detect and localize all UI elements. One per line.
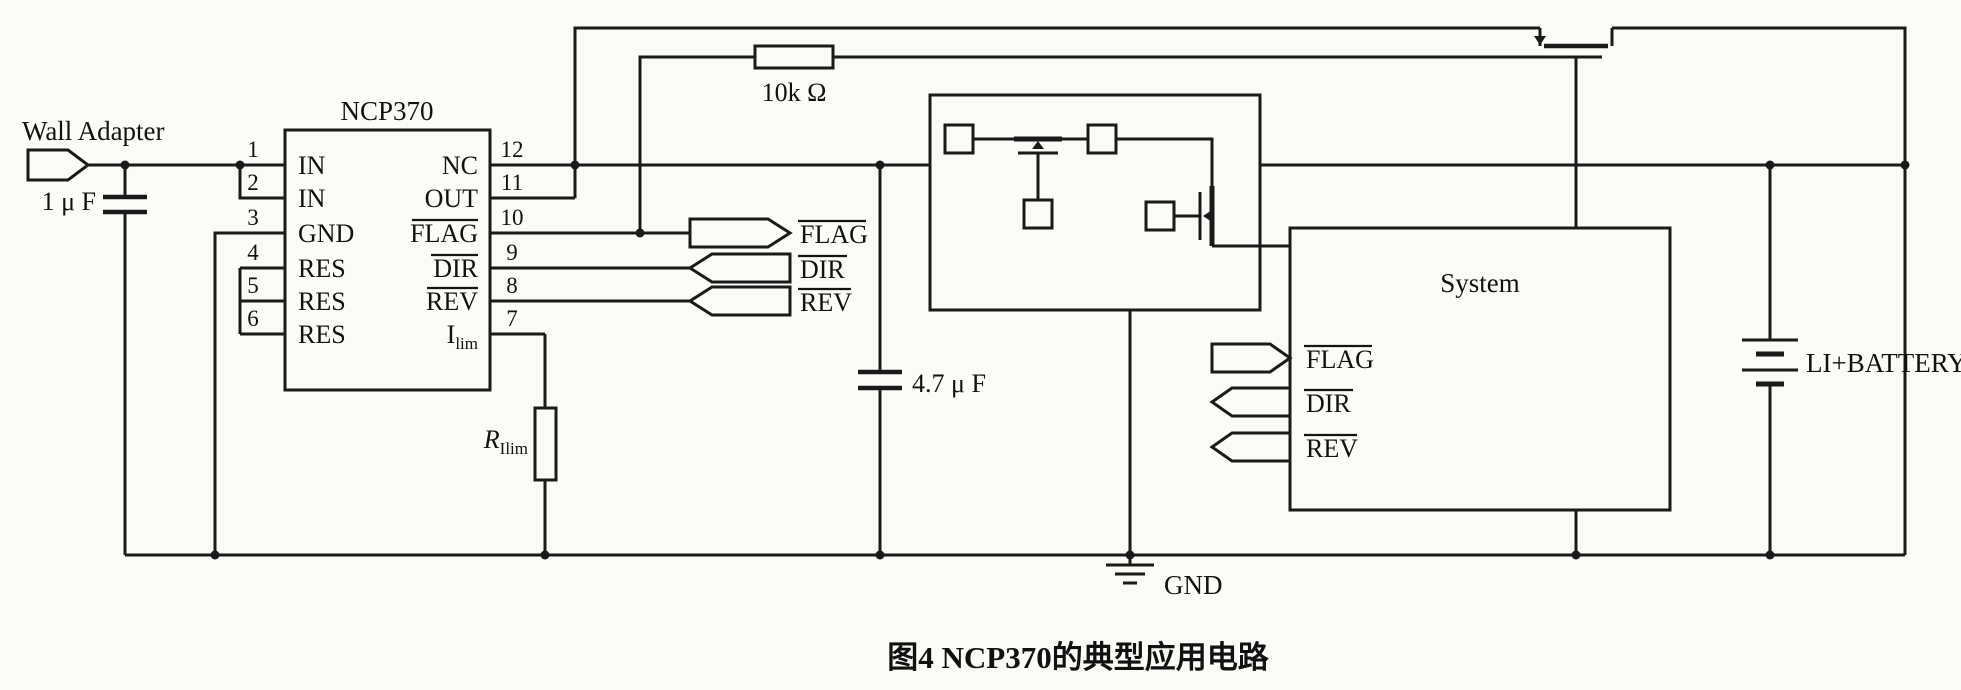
junction-dot	[635, 228, 645, 238]
capacitor-input-label: 1 μ F	[42, 187, 96, 216]
pin-number-6: 6	[247, 306, 259, 331]
junction-dot	[1125, 550, 1135, 560]
pin-label-dir: DIR	[433, 254, 478, 283]
ground-bars-icon	[1106, 563, 1154, 585]
pad-square-icon	[1144, 200, 1176, 232]
pin-label-gnd: GND	[298, 219, 354, 248]
system-flag-connector-icon	[1210, 342, 1293, 374]
resistor-ilim-body-icon	[533, 406, 558, 482]
junction-dot	[210, 550, 220, 560]
figure-caption: 图4 NCP370的典型应用电路	[887, 640, 1269, 675]
mosfet-top-switch	[1534, 28, 1614, 59]
pin-number-12: 12	[501, 137, 524, 162]
rev-in-connector-icon	[687, 285, 792, 317]
pin-label-out: OUT	[425, 184, 479, 213]
junction-dot	[120, 160, 130, 170]
system-outline	[1288, 226, 1672, 512]
wall-adapter: Wall Adapter	[22, 116, 165, 182]
ncp370-ic: NCP370 1 2 3 4 5 6 IN IN GND RES RES RES…	[247, 96, 524, 392]
flag-out-connector-icon	[688, 217, 793, 249]
rev-in-label: REV	[800, 288, 852, 317]
ic-signal-flags: FLAG DIR REV	[687, 217, 868, 317]
system-dir-connector-icon	[1209, 386, 1292, 418]
system-flag-label: FLAG	[1306, 345, 1374, 374]
pin-number-5: 5	[247, 273, 259, 298]
pin-label-res3: RES	[298, 320, 346, 349]
pin-number-10: 10	[501, 205, 524, 230]
resistor-10k: 10k Ω	[753, 44, 835, 107]
pin-label-res1: RES	[298, 254, 346, 283]
pin-number-7: 7	[506, 306, 518, 331]
junction-dots	[120, 160, 1910, 560]
system-rev-connector-icon	[1209, 431, 1292, 463]
battery-long-plate-icon	[1742, 338, 1798, 372]
capacitor-output-label: 4.7 μ F	[912, 369, 986, 398]
battery-short-plate-icon	[1756, 351, 1784, 387]
resistor-ilim: RIlim	[483, 406, 558, 482]
junction-dot	[540, 550, 550, 560]
pin-label-ilim-sub: lim	[455, 334, 478, 353]
pin-label-nc: NC	[442, 151, 478, 180]
wire-net	[88, 26, 1907, 565]
pin-label-ilim: Ilim	[447, 320, 478, 353]
junction-dot	[1765, 550, 1775, 560]
mosfet-top-arrow-icon	[1534, 36, 1546, 45]
battery: LI+BATTERY	[1742, 338, 1961, 387]
junction-dot	[1900, 160, 1910, 170]
system-block: System FLAG DIR REV	[1209, 226, 1672, 512]
wall-adapter-label: Wall Adapter	[22, 116, 165, 146]
pin-label-flag: FLAG	[410, 219, 478, 248]
ground-symbol: GND	[1106, 563, 1223, 600]
junction-dot	[875, 550, 885, 560]
ic-title: NCP370	[340, 96, 433, 126]
pin-label-res2: RES	[298, 287, 346, 316]
junction-dot	[875, 160, 885, 170]
resistor-ilim-label-base: R	[483, 425, 500, 454]
capacitor-plates-icon	[858, 369, 902, 391]
pad-square-icon	[1086, 123, 1118, 155]
junction-dot	[570, 160, 580, 170]
mosfet-module-outline	[928, 93, 1262, 312]
dir-in-label: DIR	[800, 255, 845, 284]
junction-dot	[1765, 160, 1775, 170]
pad-square-icon	[943, 123, 975, 155]
ground-label: GND	[1164, 570, 1223, 600]
system-dir-label: DIR	[1306, 389, 1351, 418]
flag-out-label: FLAG	[800, 220, 868, 249]
battery-label: LI+BATTERY	[1806, 348, 1961, 378]
capacitor-input-1uf: 1 μ F	[42, 187, 147, 216]
pin-number-2: 2	[247, 170, 259, 195]
system-label: System	[1440, 268, 1520, 298]
junction-dot	[235, 160, 245, 170]
resistor-ilim-label-sub: Ilim	[500, 439, 528, 458]
system-rev-label: REV	[1306, 434, 1358, 463]
capacitor-plates-icon	[103, 194, 147, 215]
resistor-10k-label: 10k Ω	[762, 78, 827, 107]
mosfet-module-block	[928, 93, 1262, 312]
pin-label-ilim-base: I	[447, 320, 456, 349]
pin-number-8: 8	[506, 273, 518, 298]
dir-in-connector-icon	[687, 252, 792, 284]
pin-number-11: 11	[501, 170, 523, 195]
pin-number-4: 4	[247, 240, 259, 265]
pin-label-in1: IN	[298, 151, 326, 180]
junction-dot	[1571, 550, 1581, 560]
mosfet2-arrow-icon	[1203, 210, 1212, 222]
wall-adapter-connector-icon	[26, 148, 91, 182]
pin-number-3: 3	[247, 205, 259, 230]
pad-square-icon	[1022, 198, 1054, 230]
pin-number-1: 1	[247, 137, 259, 162]
capacitor-output-4p7uf: 4.7 μ F	[858, 369, 986, 398]
resistor-ilim-label: RIlim	[483, 425, 528, 458]
mosfet-module-wires	[973, 137, 1260, 248]
mosfet1-arrow-icon	[1032, 141, 1044, 149]
pin-number-9: 9	[506, 240, 518, 265]
pin-label-rev: REV	[426, 287, 478, 316]
wiring	[88, 26, 1907, 565]
mosfet-top-leads	[1538, 28, 1614, 59]
pin-label-in2: IN	[298, 184, 326, 213]
ic-body	[283, 128, 492, 392]
resistor-10k-body-icon	[753, 44, 835, 70]
